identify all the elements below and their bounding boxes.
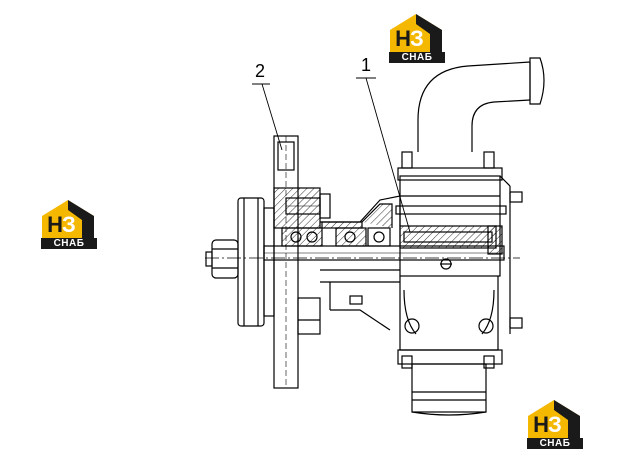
company-logo: НЗ СНАБ — [386, 10, 448, 66]
logo-house-icon — [528, 400, 580, 438]
pulley — [237, 197, 275, 327]
callout-1: 1 — [361, 55, 372, 75]
bearings — [281, 227, 391, 247]
logo-house-icon — [42, 200, 94, 238]
logo-digit: З — [410, 26, 424, 51]
company-logo: НЗ СНАБ — [38, 196, 100, 252]
hub-nut — [205, 239, 239, 279]
logo-house-icon — [390, 14, 442, 52]
leader-lines — [252, 77, 411, 233]
inlet-elbow-pipe — [417, 57, 545, 152]
company-logo: НЗ СНАБ — [524, 396, 586, 452]
logo-digit: З — [548, 412, 562, 437]
logo-letter: Н — [47, 212, 63, 237]
studs — [401, 151, 523, 369]
logo-digit: З — [62, 212, 76, 237]
flange-part-2 — [273, 135, 321, 389]
logo-letter: Н — [533, 412, 549, 437]
bolt — [285, 193, 331, 219]
logo-subtitle: СНАБ — [389, 52, 445, 63]
impeller-housing — [395, 167, 511, 334]
outlet-body — [397, 276, 503, 416]
housing-neck — [320, 195, 401, 331]
callout-2: 2 — [255, 61, 266, 81]
logo-subtitle: СНАБ — [527, 438, 583, 449]
logo-subtitle: СНАБ — [41, 238, 97, 249]
logo-letter: Н — [395, 26, 411, 51]
